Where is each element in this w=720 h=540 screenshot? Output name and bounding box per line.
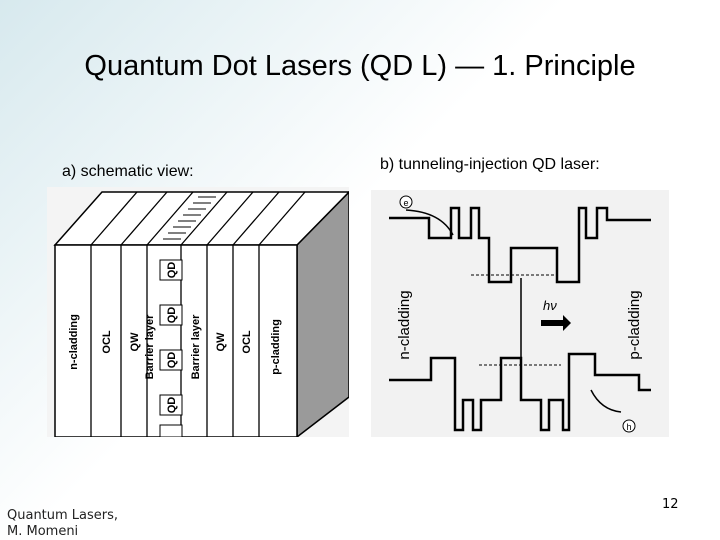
block-top-face xyxy=(53,191,351,246)
hole-symbol: h xyxy=(626,422,631,432)
band-diagram-figure: e h hν n-cladding p-cladding xyxy=(371,190,669,437)
layer-label: p-cladding xyxy=(270,319,282,375)
qd-box xyxy=(159,424,183,438)
slide-title: Quantum Dot Lasers (QD L) — 1. Principle xyxy=(84,50,636,82)
electron-icon xyxy=(399,195,413,209)
band-diagram-svg: e h hν n-cladding p-cladding xyxy=(389,195,651,433)
level-lines xyxy=(471,274,561,366)
qd-column xyxy=(159,259,183,438)
top-dot-rows xyxy=(163,196,216,240)
qd-box xyxy=(159,349,183,371)
layer-label: n-cladding xyxy=(68,314,80,370)
layer-label: OCL xyxy=(241,330,253,354)
qd-box xyxy=(159,394,183,416)
qd-label: QD xyxy=(166,397,178,414)
layer-label: Barrier layer xyxy=(190,314,202,380)
photon-arrow xyxy=(541,315,571,331)
band-diagram-caption: b) tunneling-injection QD laser: xyxy=(380,156,600,173)
layer-label: QW xyxy=(129,332,141,352)
schematic-figure: n-cladding OCL QW Barrier layer Barrier … xyxy=(47,187,351,439)
hole-icon xyxy=(622,419,636,433)
qd-box xyxy=(159,304,183,326)
layer-label: QW xyxy=(215,332,227,352)
schematic-caption: a) schematic view: xyxy=(62,163,194,180)
page-number: 12 xyxy=(662,497,679,512)
qd-label: QD xyxy=(166,307,178,324)
qd-box xyxy=(159,259,183,281)
qd-label: QD xyxy=(166,262,178,279)
footer-author: M. Momeni xyxy=(7,524,79,539)
n-cladding-label: n-cladding xyxy=(396,290,413,359)
conduction-band xyxy=(389,206,651,284)
footer-course: Quantum Lasers, xyxy=(7,508,119,523)
transition-arrows xyxy=(405,209,622,413)
electron-symbol: e xyxy=(403,198,408,208)
qd-label: QD xyxy=(166,352,178,369)
layer-label: OCL xyxy=(101,330,113,354)
top-layer-lines xyxy=(90,191,306,246)
photon-label: hν xyxy=(543,298,557,313)
valence-band xyxy=(389,352,651,432)
front-layer-lines xyxy=(90,245,260,437)
footer: Quantum Lasers, M. Momeni xyxy=(7,508,118,540)
layer-label: Barrier layer xyxy=(144,314,156,380)
schematic-svg: n-cladding OCL QW Barrier layer Barrier … xyxy=(53,190,351,439)
p-cladding-label: p-cladding xyxy=(626,290,643,359)
